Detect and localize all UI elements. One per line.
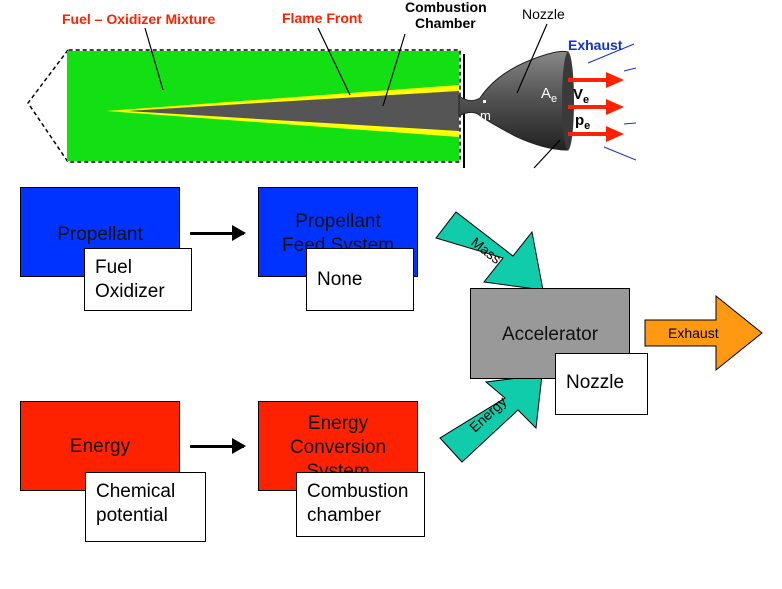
feed-system-title-1: Propellant (295, 211, 381, 232)
conversion-title-2: Conversion (289, 437, 387, 458)
energy-arrow: Energy (439, 374, 543, 463)
energy-note: Chemical potential (85, 472, 206, 542)
rocket-dashed-outline (27, 49, 461, 163)
exhaust-block-label: Exhaust (668, 325, 719, 341)
propellant-note-line2: Oxidizer (95, 281, 165, 302)
ve-label: Ve (573, 86, 589, 106)
accelerator-note: Nozzle (555, 353, 648, 415)
exhaust-top-label: Exhaust (568, 37, 623, 53)
combustion-gas (126, 91, 459, 131)
propellant-note: Fuel Oxidizer (84, 248, 192, 311)
leader-lines (144, 23, 561, 169)
conversion-note-line2: chamber (307, 505, 381, 526)
propellant-title: Propellant (57, 224, 143, 245)
pe-label: pe (575, 112, 590, 132)
exhaust-block-arrow: Exhaust (644, 294, 763, 372)
conversion-note-line1: Combustion (307, 481, 409, 502)
ae-label: Ae (541, 85, 557, 105)
energy-title: Energy (69, 436, 131, 457)
energy-note-line1: Chemical (96, 481, 176, 502)
feed-system-note-text: None (317, 269, 363, 290)
arrow-propellant-to-feed (190, 225, 246, 241)
combustion-chamber-label-1: Combustion (405, 0, 487, 15)
mass-flow-label: m (480, 108, 491, 123)
arrow-energy-to-conversion (190, 438, 246, 454)
feed-system-note: None (306, 248, 414, 311)
accelerator-note-text: Nozzle (566, 372, 625, 393)
energy-note-line2: potential (96, 505, 168, 526)
mass-flow-dot (483, 100, 486, 103)
accelerator-title: Accelerator (501, 324, 599, 345)
flame-front-label: Flame Front (282, 10, 362, 26)
rocket-schematic: Fuel – Oxidizer Mixture Flame Front Comb… (27, 0, 637, 169)
combustion-chamber-label-2: Chamber (415, 15, 476, 31)
nozzle-label: Nozzle (522, 6, 565, 22)
mass-arrow: Mass (435, 211, 544, 291)
propellant-note-line1: Fuel (95, 257, 132, 278)
nozzle-exit-ellipse (562, 52, 574, 150)
conversion-note: Combustion chamber (296, 472, 425, 537)
conversion-title-1: Energy (307, 413, 369, 434)
mixture-label: Fuel – Oxidizer Mixture (62, 11, 215, 27)
exhaust-arrows (568, 72, 624, 142)
exhaust-flow-lines (587, 43, 637, 161)
